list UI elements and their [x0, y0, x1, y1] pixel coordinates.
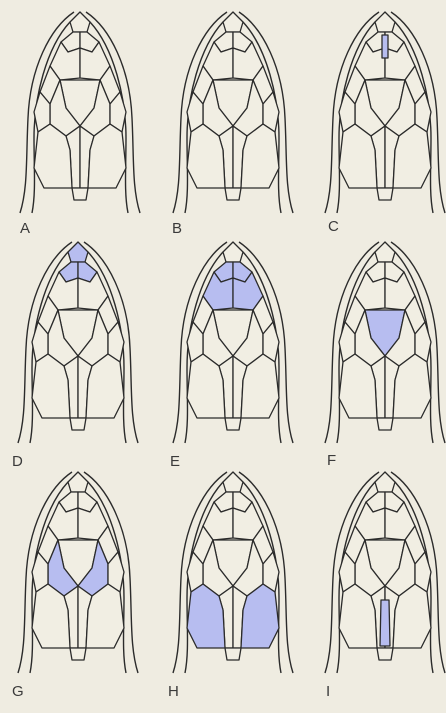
- head-diagram-c: [325, 12, 445, 213]
- panel-label-c: C: [328, 218, 339, 235]
- rostral-scale: [375, 472, 395, 492]
- head-diagram-f: [325, 242, 445, 443]
- head-diagram-a: [20, 12, 140, 213]
- occipital-scale: [225, 648, 241, 660]
- rostral-scale: [375, 12, 395, 32]
- panel-label-d: D: [12, 453, 23, 470]
- head-diagram-h: [173, 472, 293, 673]
- panel-label-h: H: [168, 683, 179, 700]
- panel-label-a: A: [20, 220, 30, 237]
- panel-label-i: I: [326, 683, 330, 700]
- rostral-scale: [68, 472, 88, 492]
- occipital-scale: [377, 648, 393, 660]
- head-diagram-b: [173, 12, 293, 213]
- occipital-scale: [225, 188, 241, 200]
- head-diagram-g: [18, 472, 138, 673]
- panel-label-f: F: [327, 452, 336, 469]
- rostral-scale: [223, 242, 243, 262]
- head-diagram-d: [18, 242, 138, 443]
- occipital-scale: [377, 188, 393, 200]
- occipital-scale: [225, 418, 241, 430]
- occipital-scale: [377, 418, 393, 430]
- rostral-scale: [375, 242, 395, 262]
- head-diagram-i: [325, 472, 445, 673]
- rostral-scale: [70, 12, 90, 32]
- rostral-scale: [223, 12, 243, 32]
- rostral-scale: [68, 242, 88, 262]
- interparietal-suture-scale: [380, 600, 390, 646]
- occipital-scale: [70, 418, 86, 430]
- occipital-scale: [70, 648, 86, 660]
- panel-label-g: G: [12, 683, 24, 700]
- panel-label-e: E: [170, 453, 180, 470]
- rostral-scale: [223, 472, 243, 492]
- internasal-suture-scale: [382, 35, 388, 58]
- occipital-scale: [72, 188, 88, 200]
- panel-label-b: B: [172, 220, 182, 237]
- head-diagram-e: [173, 242, 293, 443]
